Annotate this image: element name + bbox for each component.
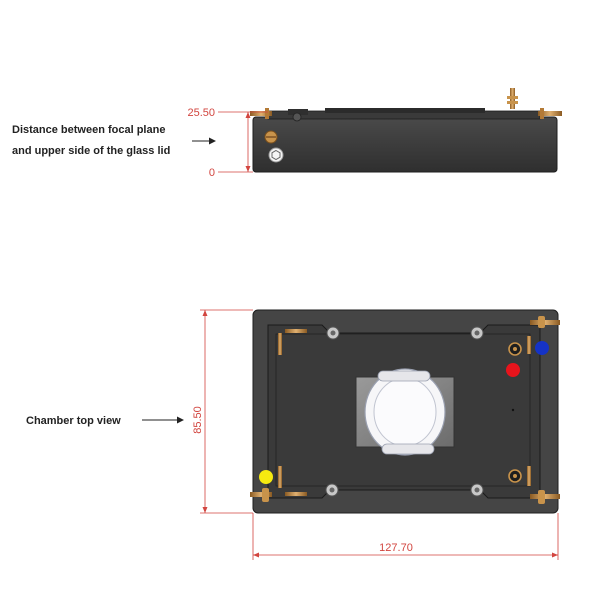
clip-top [377,370,431,382]
height-top-label: 25.50 [187,107,215,119]
corner-fitting-top-right [527,316,560,354]
screw-top-left [326,326,340,340]
brass-port-lower [508,469,522,483]
side-annotation-line2: and upper side of the glass lid [12,145,170,157]
screw-top-right [470,326,484,340]
corner-fitting-top-left [278,329,307,355]
top-width-dimension: 127.70 [252,513,559,560]
side-annotation-line1: Distance between focal plane [12,124,165,136]
side-lid [325,108,485,113]
side-step [288,109,308,115]
marker-yellow [259,470,273,484]
side-hex-screw [268,147,284,163]
clip-bottom [381,443,435,455]
marker-red [506,363,520,377]
glass-ring-inner [373,377,437,447]
top-annotation-arrow [142,416,184,424]
depth-label: 85.50 [192,406,204,434]
corner-fitting-bottom-left [250,466,307,502]
top-view: 85.50 127.70 Chamber top view [26,309,560,560]
screw-bottom-left [325,483,339,497]
side-fitting-left [250,108,272,119]
side-small-bolt [292,112,302,122]
top-depth-dimension: 85.50 [192,309,253,514]
side-inlet-fitting [507,88,518,109]
marker-blue [535,341,549,355]
top-recess [275,333,531,487]
height-zero-label: 0 [209,167,215,179]
small-hole [511,408,515,412]
brass-port-upper [508,342,522,356]
side-brass-screw [264,130,278,144]
side-annotation-arrow [192,137,216,145]
side-body [252,116,558,173]
top-annotation: Chamber top view [26,415,121,427]
screw-bottom-right [470,483,484,497]
corner-fitting-bottom-right [527,466,560,504]
side-height-dimension: 25.50 0 [187,107,268,179]
width-label: 127.70 [379,542,413,554]
side-view: 25.50 0 Distance between focal plane and… [12,88,562,179]
side-fitting-right [538,108,562,119]
